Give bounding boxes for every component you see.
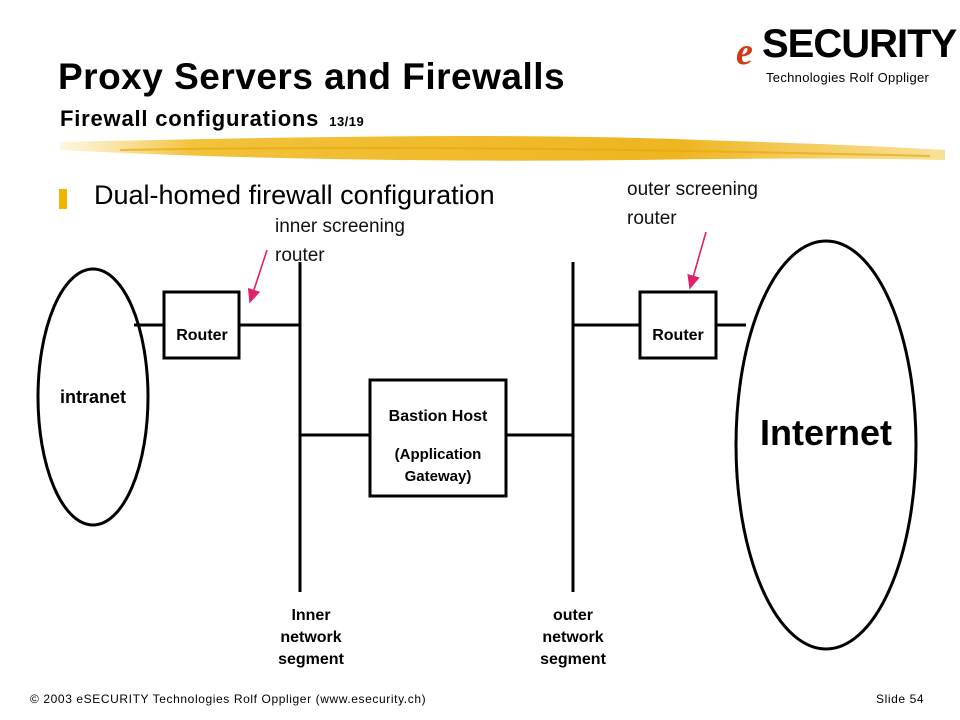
inner-segment-label-3: segment (278, 651, 344, 668)
slide-title: Proxy Servers and Firewalls (58, 56, 566, 97)
outer-annotation-line-2: router (627, 208, 677, 229)
logo-word: SECURITY (762, 22, 957, 66)
outer-annotation-arrow-icon (687, 231, 707, 290)
inner-annotation-arrow-icon (247, 249, 268, 304)
bastion-title-label: Bastion Host (389, 408, 488, 425)
intranet-label: intranet (60, 387, 126, 407)
inner-router-label: Router (176, 327, 228, 344)
footer-copyright: © 2003 eSECURITY Technologies Rolf Oppli… (30, 692, 427, 706)
outer-annotation-line-1: outer screening (627, 179, 758, 200)
inner-router-box (162, 290, 241, 360)
header-swoosh-streak (119, 147, 931, 157)
inner-segment-label-2: network (280, 629, 341, 646)
outer-segment-label-2: network (542, 629, 603, 646)
intranet-node (36, 267, 150, 527)
outer-screening-annotation: outer screening router (627, 175, 758, 233)
outer-segment-label-1: outer (553, 607, 593, 624)
internet-node (734, 239, 918, 651)
bastion-sub2-label: Gateway) (405, 468, 472, 485)
bastion-sub1-label: (Application (395, 446, 482, 463)
logo-letter: e (736, 31, 753, 73)
inner-segment-label-1: Inner (291, 607, 330, 624)
outer-router-box (638, 290, 718, 360)
inner-annotation-line-2: router (275, 245, 325, 266)
outer-segment-label-3: segment (540, 651, 606, 668)
slide-subtitle: Firewall configurations 13/19 (60, 106, 364, 132)
internet-label: Internet (760, 412, 892, 453)
bullet-text: Dual-homed firewall configuration (94, 180, 495, 210)
bastion-host-box (368, 378, 508, 498)
logo-tagline: Technologies Rolf Oppliger (766, 70, 930, 85)
inner-screening-annotation: inner screening router (275, 212, 405, 270)
bullet-marker-icon (59, 189, 67, 209)
outer-router-label: Router (652, 327, 704, 344)
footer-slide-number: Slide 54 (876, 692, 925, 706)
subtitle-text: Firewall configurations (60, 106, 320, 131)
inner-annotation-line-1: inner screening (275, 216, 405, 237)
slide-counter: 13/19 (329, 114, 365, 129)
